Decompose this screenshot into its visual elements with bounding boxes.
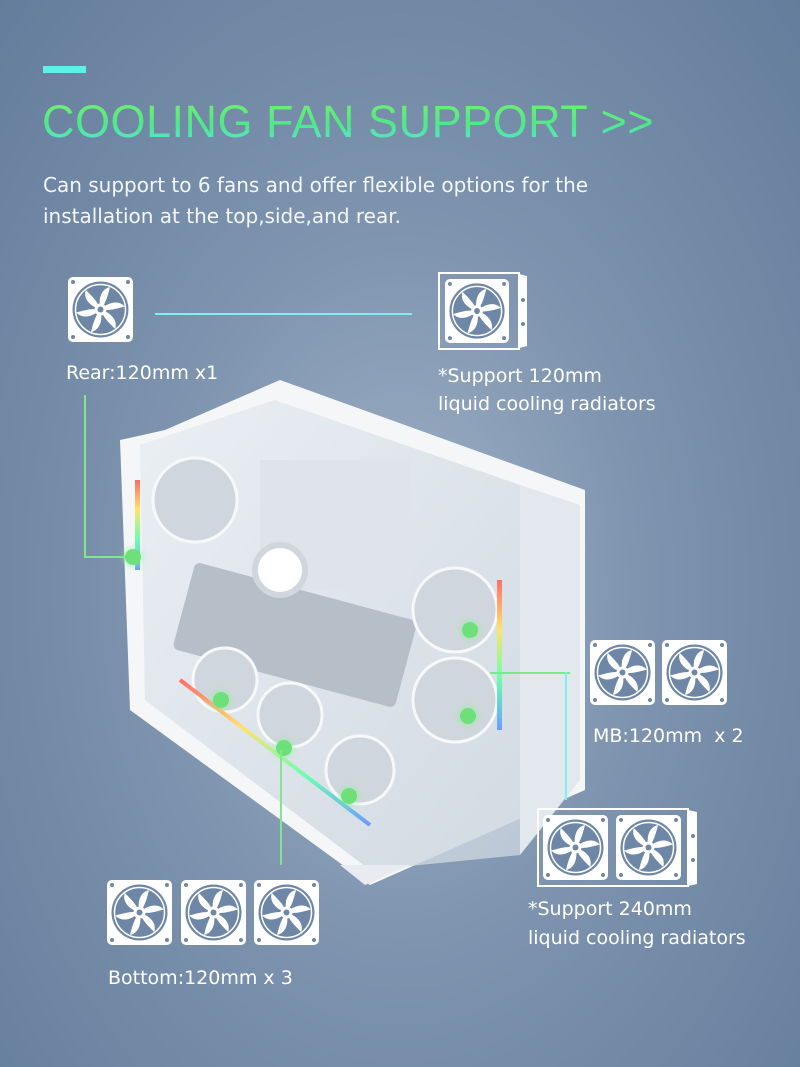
fan-icon <box>68 277 133 342</box>
fan-icon <box>107 880 172 945</box>
top-radiator-label-1: *Support 120mm <box>438 365 602 387</box>
connector-line <box>565 672 567 800</box>
connector-line <box>155 313 412 315</box>
page-title: COOLING FAN SUPPORT >> <box>42 96 655 147</box>
description: Can support to 6 fans and offer flexible… <box>43 173 589 228</box>
connector-line <box>84 556 130 558</box>
marker-dot <box>213 692 229 708</box>
side-radiator-label-1: *Support 240mm <box>528 898 692 920</box>
fan-icon <box>181 880 246 945</box>
side-radiator-label-2: liquid cooling radiators <box>528 927 746 949</box>
marker-dot <box>341 788 357 804</box>
radiator-240-icon <box>537 808 697 887</box>
connector-line <box>84 395 86 557</box>
mb-fan-label: MB:120mm x 2 <box>593 725 744 747</box>
marker-dot <box>462 622 478 638</box>
bottom-fan-label: Bottom:120mm x 3 <box>108 967 293 989</box>
fan-icon <box>662 640 727 705</box>
fan-icon <box>590 640 655 705</box>
marker-dot <box>276 740 292 756</box>
fan-icon <box>254 880 319 945</box>
pc-case-image <box>120 380 585 885</box>
connector-line <box>490 672 570 674</box>
rear-fan-label: Rear:120mm x1 <box>66 362 219 384</box>
marker-dot <box>125 549 141 565</box>
accent-bar <box>43 66 86 73</box>
top-radiator-label-2: liquid cooling radiators <box>438 393 656 415</box>
radiator-120-icon <box>438 272 527 350</box>
connector-line <box>280 750 282 865</box>
marker-dot <box>460 708 476 724</box>
